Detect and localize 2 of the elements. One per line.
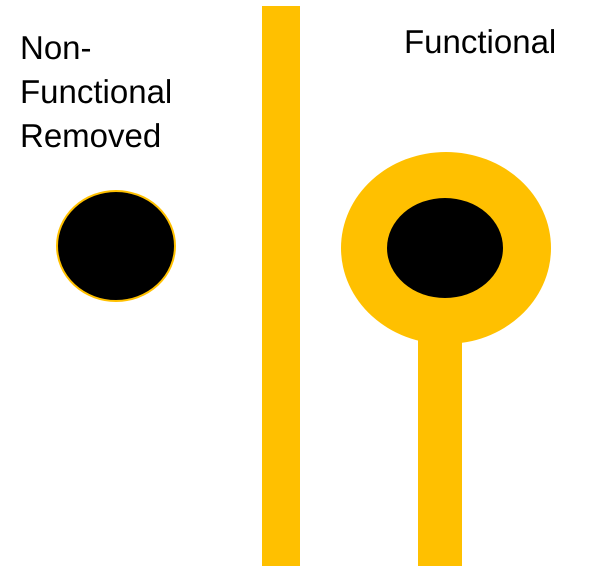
pad-label: Functional: [404, 22, 558, 62]
pad-label: Non-Functional Removed: [20, 28, 174, 156]
